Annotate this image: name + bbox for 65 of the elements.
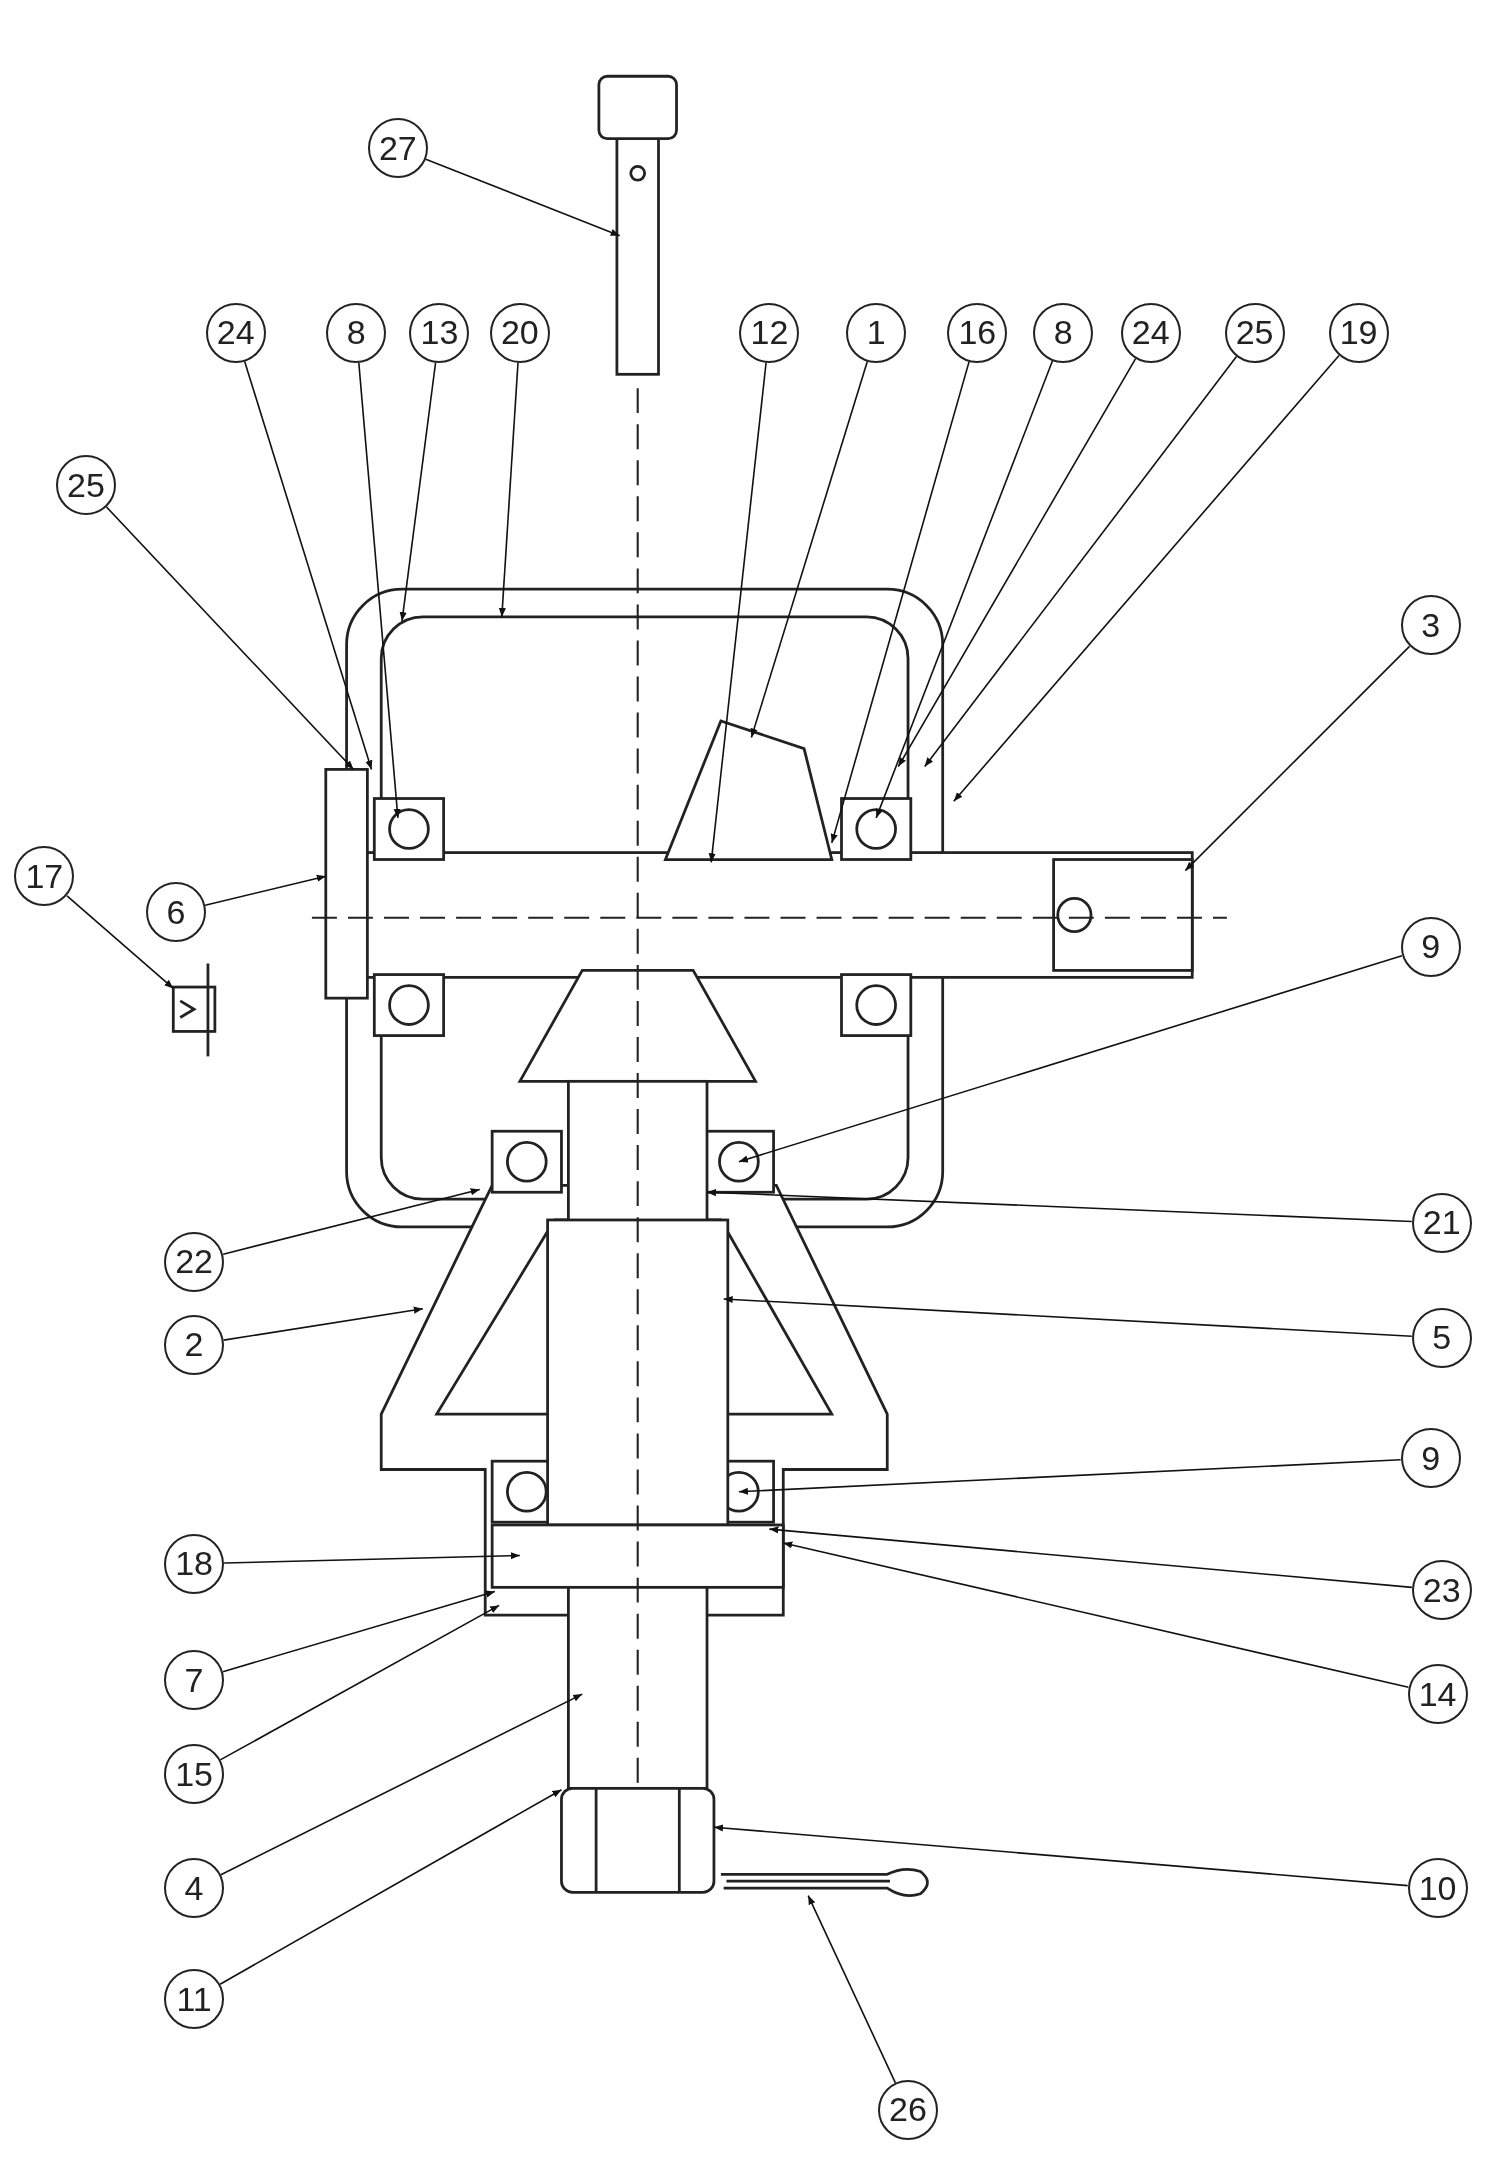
- leader-line: [897, 357, 1137, 768]
- leader-line: [222, 1590, 496, 1673]
- callout-number: 11: [164, 1969, 225, 2030]
- leader-line: [782, 1541, 1410, 1689]
- callout-number: 8: [1033, 302, 1094, 363]
- callout-number: 26: [878, 2079, 939, 2140]
- leader-line: [105, 506, 355, 771]
- leader-line: [222, 1306, 424, 1341]
- callout-number: 9: [1400, 916, 1461, 977]
- leader-line: [738, 1459, 1402, 1495]
- leader-line: [768, 1526, 1413, 1589]
- callout-number: 25: [1224, 302, 1285, 363]
- leader-line: [713, 1824, 1409, 1887]
- callout-number: 13: [409, 302, 470, 363]
- callout-number: 10: [1407, 1858, 1468, 1919]
- callout-number: 6: [146, 882, 207, 943]
- hex-nut-drawing: [560, 1786, 716, 1894]
- leader-line: [204, 874, 327, 906]
- callout-number: 22: [164, 1231, 225, 1292]
- leader-line: [830, 360, 970, 844]
- callout-number: 14: [1407, 1664, 1468, 1725]
- callout-number: 1: [846, 302, 907, 363]
- leader-line: [722, 1295, 1413, 1337]
- callout-number: 27: [367, 118, 428, 179]
- leader-line: [923, 355, 1238, 768]
- leader-line: [738, 954, 1403, 1163]
- cotter-pin-drawing: [720, 1867, 929, 1897]
- leader-line: [222, 1188, 481, 1255]
- leader-line: [358, 361, 401, 819]
- callout-number: 19: [1328, 302, 1389, 363]
- leader-line: [1184, 645, 1411, 872]
- callout-number: 8: [326, 302, 387, 363]
- callout-number: 15: [164, 1744, 225, 1805]
- callout-number: 3: [1400, 595, 1461, 656]
- callout-number: 17: [14, 846, 75, 907]
- callout-number: 9: [1400, 1428, 1461, 1489]
- leader-line: [498, 361, 519, 618]
- callout-number: 24: [205, 302, 266, 363]
- callout-number: 23: [1411, 1560, 1472, 1621]
- callout-number: 20: [489, 302, 550, 363]
- callout-number: 2: [164, 1314, 225, 1375]
- callout-number: 12: [739, 302, 800, 363]
- callout-number: 5: [1411, 1307, 1472, 1368]
- callout-number: 21: [1411, 1192, 1472, 1253]
- leader-line: [399, 361, 437, 622]
- callout-number: 25: [55, 455, 116, 516]
- leader-line: [66, 895, 175, 990]
- leader-line: [875, 359, 1054, 819]
- leader-line: [750, 360, 869, 739]
- callout-number: 16: [947, 302, 1008, 363]
- leader-line: [807, 1894, 897, 2084]
- leader-line: [706, 1189, 1413, 1223]
- callout-number: 4: [164, 1858, 225, 1919]
- leader-line: [223, 1552, 521, 1564]
- callout-number: 7: [164, 1650, 225, 1711]
- leader-line: [243, 360, 373, 771]
- plug-drawing: [171, 963, 217, 1057]
- callout-number: 24: [1120, 302, 1181, 363]
- leader-line: [219, 1788, 563, 1985]
- leader-line: [708, 361, 767, 864]
- leader-line: [219, 1604, 500, 1761]
- callout-number: 18: [164, 1533, 225, 1594]
- leader-line: [220, 1693, 584, 1876]
- leader-line: [953, 354, 1340, 803]
- leader-line: [425, 158, 621, 237]
